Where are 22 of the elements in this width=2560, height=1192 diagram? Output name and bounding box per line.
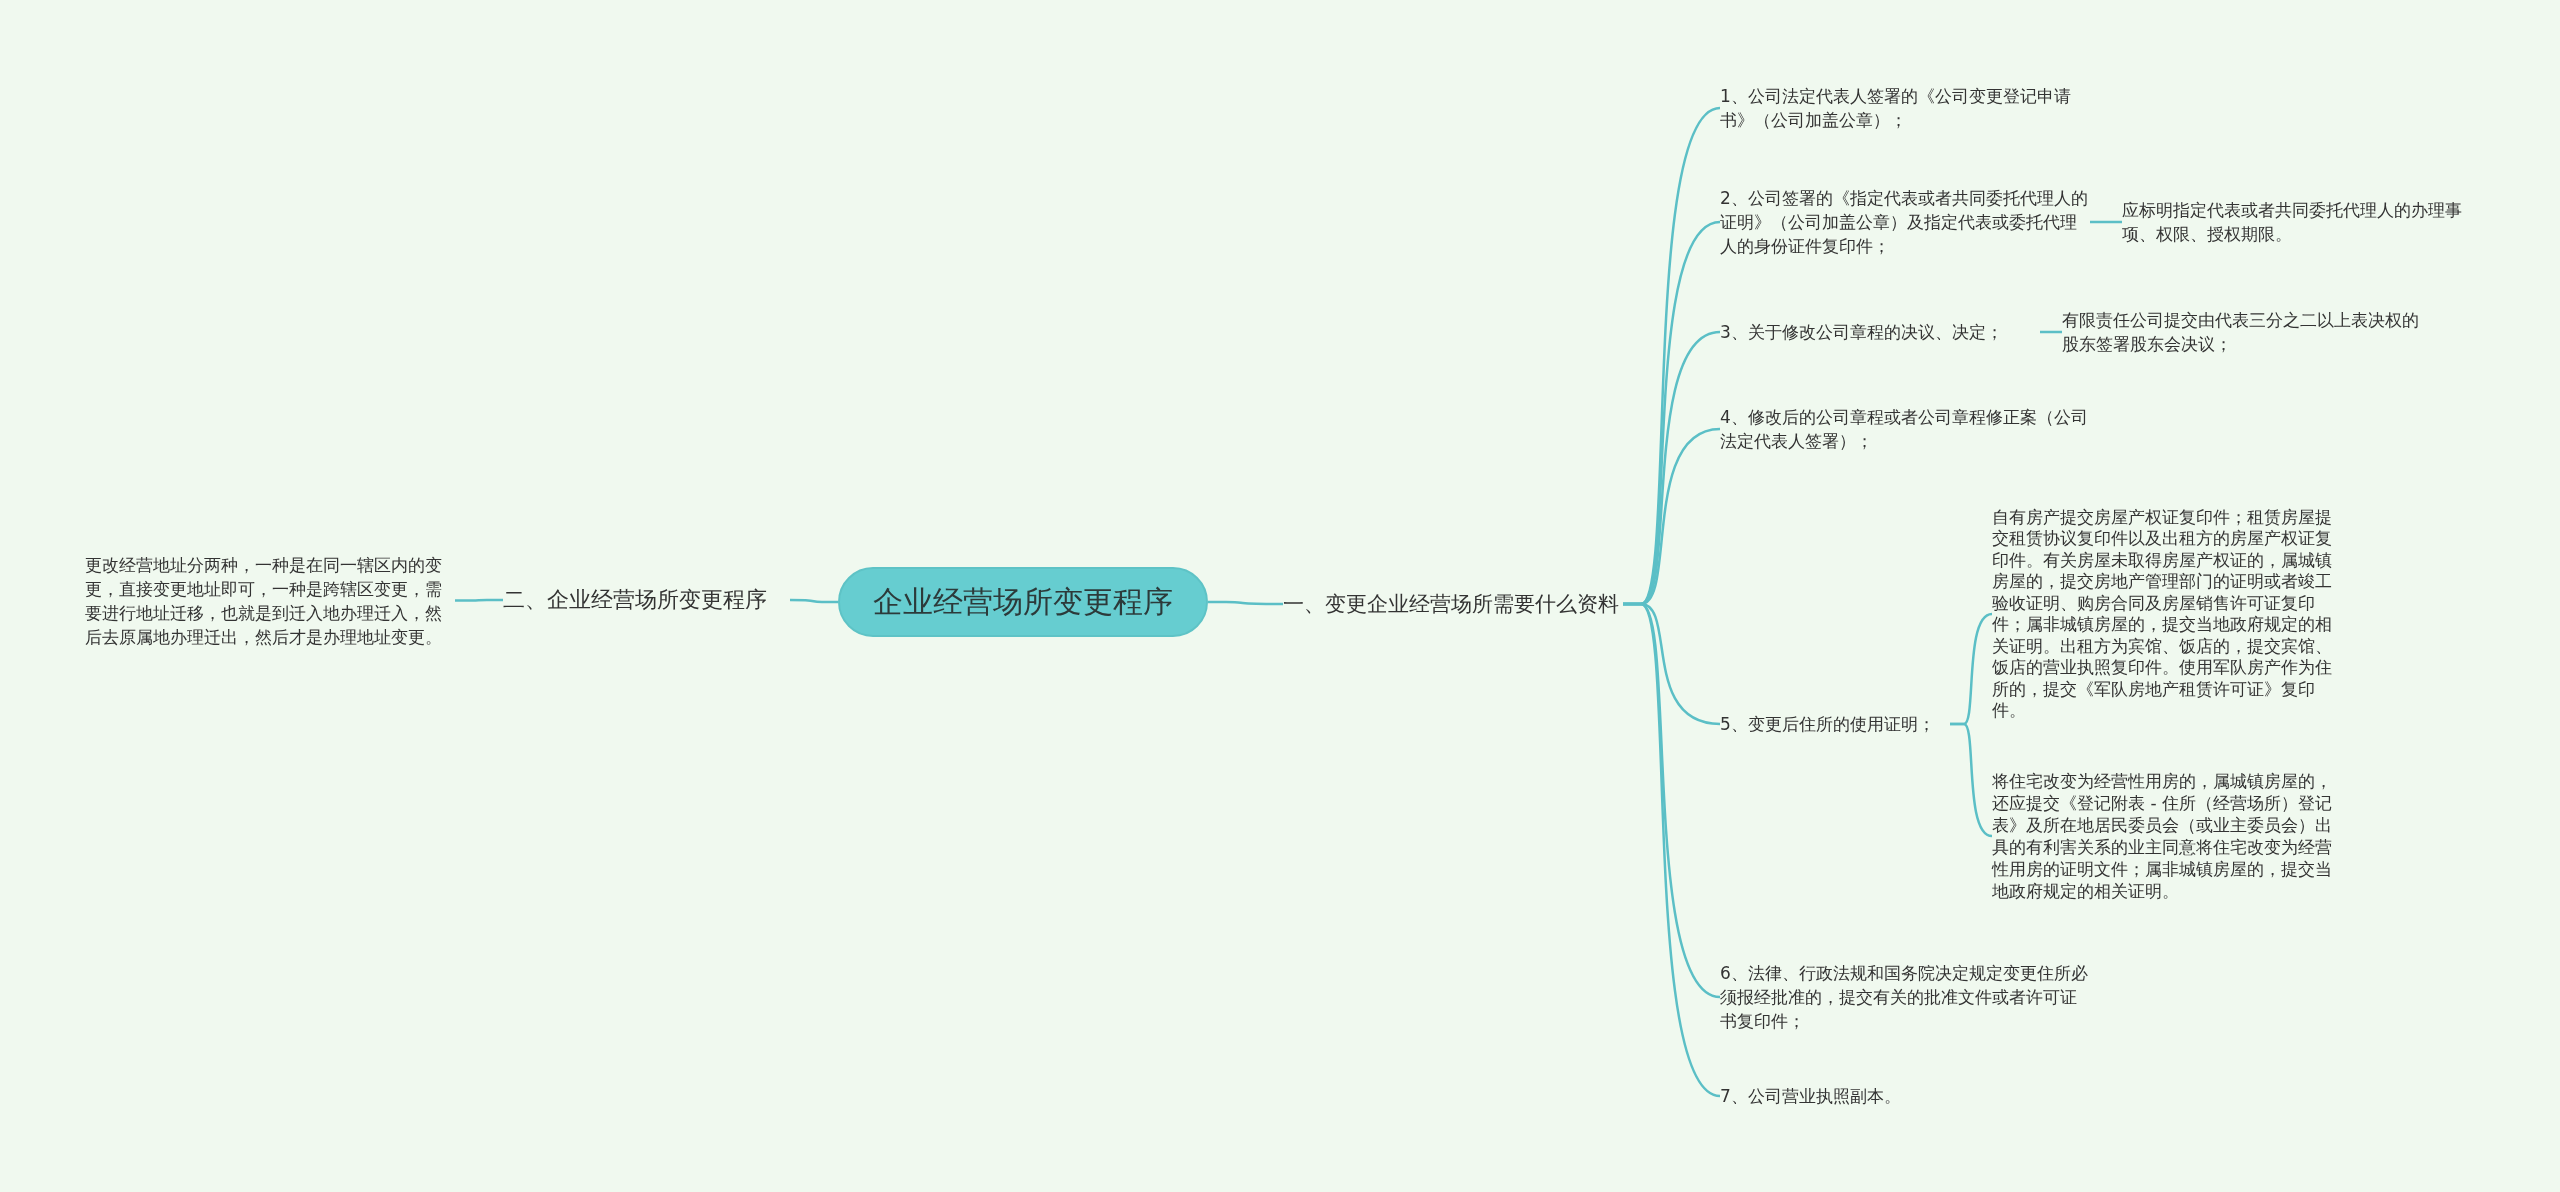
topic-text: 5、变更后住所的使用证明； bbox=[1720, 710, 1950, 738]
connector-line bbox=[2090, 220, 2122, 224]
topic-text: 有限责任公司提交由代表三分之二以上表决权的股东签署股东会决议； bbox=[2062, 306, 2432, 358]
topic-text: 更改经营地址分两种，一种是在同一辖区内的变更，直接变更地址即可，一种是跨辖区变更，需要进行地址迁移，也就是到迁入地办理迁入，然后去原属地办理迁出，然后才是办理地址变更。 bbox=[85, 538, 455, 663]
connector-line bbox=[2040, 330, 2062, 334]
central-topic: 企业经营场所变更程序 bbox=[838, 567, 1208, 637]
connector-line bbox=[1950, 722, 1993, 838]
connector-line bbox=[1623, 602, 1721, 1098]
topic-text: 6、法律、行政法规和国务院决定规定变更住所必须报经批准的，提交有关的批准文件或者许可证书复印件； bbox=[1720, 958, 2090, 1036]
topic-text: 1、公司法定代表人签署的《公司变更登记申请书》（公司加盖公章）； bbox=[1720, 82, 2090, 134]
topic-text: 7、公司营业执照副本。 bbox=[1720, 1082, 1920, 1110]
topic-text: 2、公司签署的《指定代表或者共同委托代理人的证明》（公司加盖公章）及指定代表或委托代理人的身份证件复印件； bbox=[1720, 183, 2090, 261]
topic-text: 4、修改后的公司章程或者公司章程修正案（公司法定代表人签署）； bbox=[1720, 403, 2090, 455]
topic-text: 自有房产提交房屋产权证复印件；租赁房屋提交租赁协议复印件以及出租方的房屋产权证复印件。有关房屋未取得房屋产权证的，属城镇房屋的，提交房地产管理部门的证明或者竣工验收证明、购房合同及房屋销售许可证复印件；属非城镇房屋的，提交当地政府规定的相关证明。出租方为宾馆、饭店的，提交宾馆、饭店的营业执照复印件。使用军队房产作为住所的，提交《军队房地产租赁许可证》复印件。 bbox=[1992, 502, 2344, 726]
connector-line bbox=[455, 598, 503, 602]
topic-text: 3、关于修改公司章程的决议、决定； bbox=[1720, 318, 2040, 346]
topic-text: 将住宅改变为经营性用房的，属城镇房屋的，还应提交《登记附表 - 住所（经营场所）登记表》及所在地居民委员会（或业主委员会）出具的有利害关系的业主同意将住宅改变为经营性用房的证明文件；属非城镇房屋的，提交当地政府规定的相关证明。 bbox=[1992, 766, 2344, 906]
topic-text: 应标明指定代表或者共同委托代理人的办理事项、权限、授权期限。 bbox=[2122, 196, 2492, 248]
connector-line bbox=[1208, 600, 1283, 606]
branch-topic-text: 二、企业经营场所变更程序 bbox=[503, 578, 790, 622]
branch-topic-text: 一、变更企业经营场所需要什么资料 bbox=[1283, 568, 1623, 640]
connector-line bbox=[790, 598, 838, 604]
